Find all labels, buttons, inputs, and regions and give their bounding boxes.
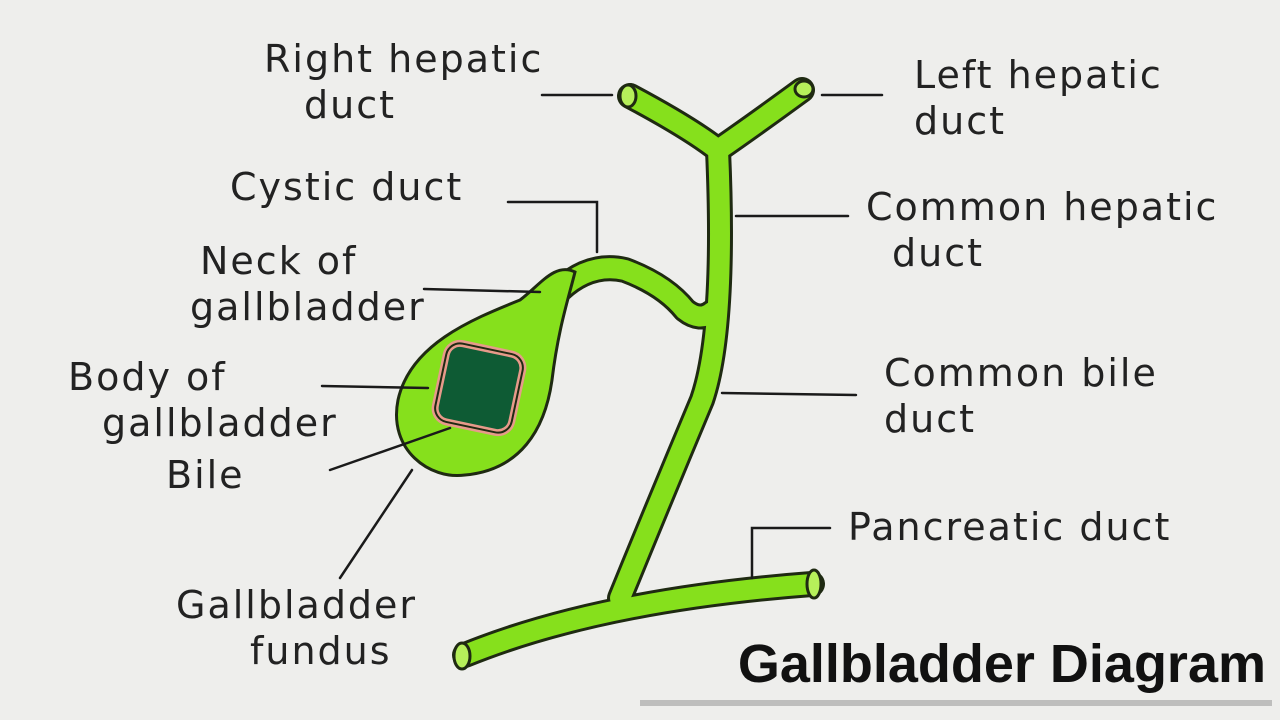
duct-fill xyxy=(455,80,822,665)
label-body-of-gallbladder: Body of gallbladder xyxy=(68,354,338,446)
label-common-hepatic-line1: Common hepatic xyxy=(866,185,1219,229)
label-pancreatic-duct: Pancreatic duct xyxy=(848,504,1171,550)
label-right-hepatic-line2: duct xyxy=(304,83,396,127)
label-common-bile-line1: Common bile xyxy=(884,351,1158,395)
label-bile: Bile xyxy=(166,452,245,498)
label-left-hepatic-line1: Left hepatic xyxy=(914,53,1163,97)
right-hepatic-duct-end xyxy=(618,83,638,109)
label-neck-of-gallbladder: Neck of gallbladder xyxy=(190,238,426,330)
label-body-line1: Body of xyxy=(68,355,227,399)
label-bile-line1: Bile xyxy=(166,453,245,497)
diagram-title: Gallbladder Diagram xyxy=(737,634,1266,694)
label-common-bile-duct: Common bile duct xyxy=(884,350,1158,442)
label-gallbladder-fundus: Gallbladder fundus xyxy=(176,582,417,674)
leader-body xyxy=(320,384,430,390)
label-neck-line2: gallbladder xyxy=(190,285,426,329)
leader-fundus xyxy=(338,468,414,580)
title-shadow xyxy=(640,700,1272,706)
leader-common-bile xyxy=(720,391,858,397)
label-left-hepatic-line2: duct xyxy=(914,99,1006,143)
label-neck-line1: Neck of xyxy=(200,239,358,283)
label-pancreatic-line1: Pancreatic duct xyxy=(848,505,1172,549)
left-hepatic-duct-end xyxy=(793,79,815,99)
label-right-hepatic-line1: Right hepatic xyxy=(264,37,544,81)
pancreatic-duct-end xyxy=(805,568,823,600)
leader-cystic xyxy=(506,200,599,254)
label-fundus-line2: fundus xyxy=(250,629,392,673)
leader-bile xyxy=(328,426,452,472)
label-fundus-line1: Gallbladder xyxy=(176,583,418,627)
label-body-line2: gallbladder xyxy=(102,401,338,445)
label-cystic-duct: Cystic duct xyxy=(230,164,463,210)
leader-neck xyxy=(422,287,542,294)
label-right-hepatic-duct: Right hepatic duct xyxy=(264,36,543,128)
label-common-hepatic-line2: duct xyxy=(892,231,984,275)
label-common-bile-line2: duct xyxy=(884,397,976,441)
label-left-hepatic-duct: Left hepatic duct xyxy=(914,52,1163,144)
bile-outline xyxy=(434,342,524,434)
leader-pancreatic xyxy=(750,526,832,580)
leader-lines xyxy=(320,93,884,580)
label-cystic-line1: Cystic duct xyxy=(230,165,464,209)
common-duct-end xyxy=(452,641,472,671)
label-common-hepatic-duct: Common hepatic duct xyxy=(866,184,1218,276)
